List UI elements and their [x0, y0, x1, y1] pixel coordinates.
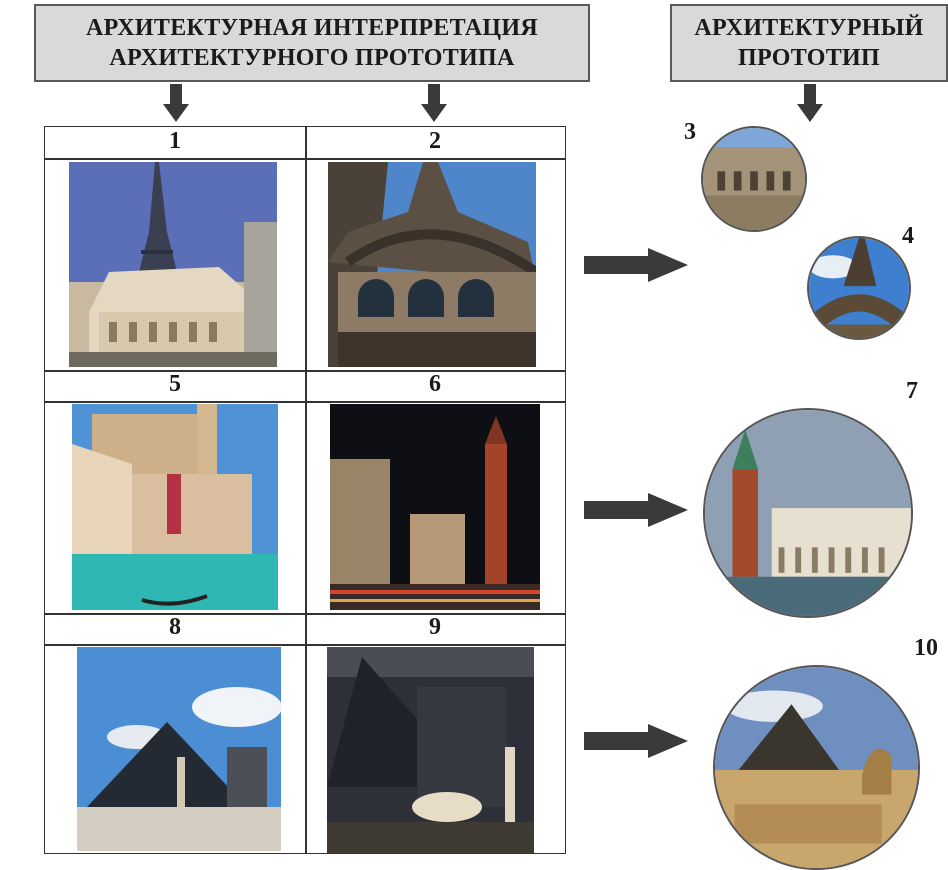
- cell-number: 2: [429, 128, 441, 154]
- grid-divider: [44, 370, 566, 372]
- cell-number: 9: [429, 614, 441, 640]
- prototype-venice: [703, 408, 913, 618]
- grid-divider: [44, 613, 566, 615]
- grid-divider: [44, 158, 566, 160]
- down-arrow-icon: [797, 84, 823, 122]
- photo-paris-las-vegas: [69, 162, 277, 367]
- prototype-number: 4: [902, 223, 914, 249]
- right-arrow-icon: [584, 724, 688, 758]
- prototype-eiffel-tower: [807, 236, 911, 340]
- header-interpretation-line1: АРХИТЕКТУРНАЯ ИНТЕРПРЕТАЦИЯ: [85, 15, 538, 41]
- photo-venetian-night: [330, 404, 540, 610]
- prototype-opera-garnier: [701, 126, 807, 232]
- photo-eiffel-replica: [328, 162, 536, 367]
- prototype-giza: [713, 665, 920, 870]
- photo-luxor-pyramid: [77, 647, 281, 851]
- grid-divider: [305, 126, 307, 854]
- photo-luxor-aerial: [327, 647, 534, 853]
- header-interpretation: АРХИТЕКТУРНАЯ ИНТЕРПРЕТАЦИЯ АРХИТЕКТУРНО…: [34, 4, 590, 82]
- prototype-number: 10: [914, 635, 938, 661]
- right-arrow-icon: [584, 493, 688, 527]
- header-prototype-line1: АРХИТЕКТУРНЫЙ: [694, 15, 924, 41]
- down-arrow-icon: [163, 84, 189, 122]
- down-arrow-icon: [421, 84, 447, 122]
- grid-divider: [44, 401, 566, 403]
- cell-number: 6: [429, 371, 441, 397]
- prototype-number: 3: [684, 119, 696, 145]
- header-prototype: АРХИТЕКТУРНЫЙ ПРОТОТИП: [670, 4, 948, 82]
- photo-venetian: [72, 404, 278, 610]
- grid-divider: [44, 644, 566, 646]
- header-prototype-line2: ПРОТОТИП: [738, 45, 880, 71]
- cell-number: 8: [169, 614, 181, 640]
- cell-number: 1: [169, 128, 181, 154]
- right-arrow-icon: [584, 248, 688, 282]
- header-interpretation-line2: АРХИТЕКТУРНОГО ПРОТОТИПА: [109, 45, 515, 71]
- prototype-number: 7: [906, 378, 918, 404]
- cell-number: 5: [169, 371, 181, 397]
